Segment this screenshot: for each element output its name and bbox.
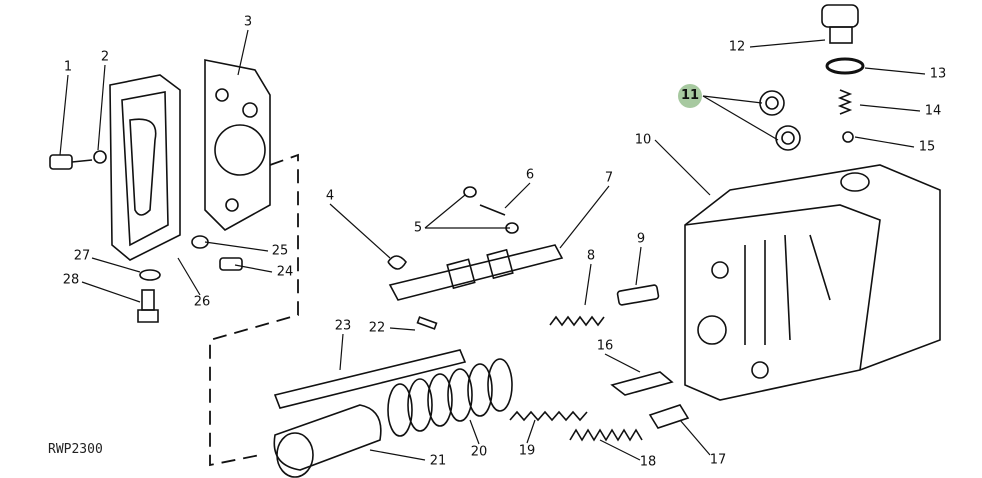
callout-20: 20: [470, 444, 488, 460]
callout-26: 26: [193, 294, 211, 310]
callout-13: 13: [929, 66, 947, 82]
callout-6: 6: [525, 167, 535, 183]
callout-19: 19: [518, 443, 536, 459]
callout-7: 7: [604, 170, 614, 186]
callout-15: 15: [918, 139, 936, 155]
callout-14: 14: [924, 103, 942, 119]
callout-28: 28: [62, 272, 80, 288]
callout-1: 1: [63, 59, 73, 75]
callout-8: 8: [586, 248, 596, 264]
callout-10: 10: [634, 132, 652, 148]
callout-4: 4: [325, 188, 335, 204]
callout-25: 25: [271, 243, 289, 259]
callout-16: 16: [596, 338, 614, 354]
callout-27: 27: [73, 248, 91, 264]
diagram-code: RWP2300: [48, 442, 103, 457]
callout-3: 3: [243, 14, 253, 30]
large-spring: [387, 358, 513, 437]
callout-21: 21: [429, 453, 447, 469]
callout-17: 17: [709, 452, 727, 468]
dashed-boundary: [209, 153, 299, 467]
callout-24: 24: [276, 264, 294, 280]
leader-lines: [59, 29, 926, 461]
callout-22: 22: [368, 320, 386, 336]
callout-23: 23: [334, 318, 352, 334]
callout-18: 18: [639, 454, 657, 470]
callout-2: 2: [100, 49, 110, 65]
callout-11-highlighted: 11: [678, 84, 702, 108]
callout-9: 9: [636, 231, 646, 247]
callout-12: 12: [728, 39, 746, 55]
callout-5: 5: [413, 220, 423, 236]
